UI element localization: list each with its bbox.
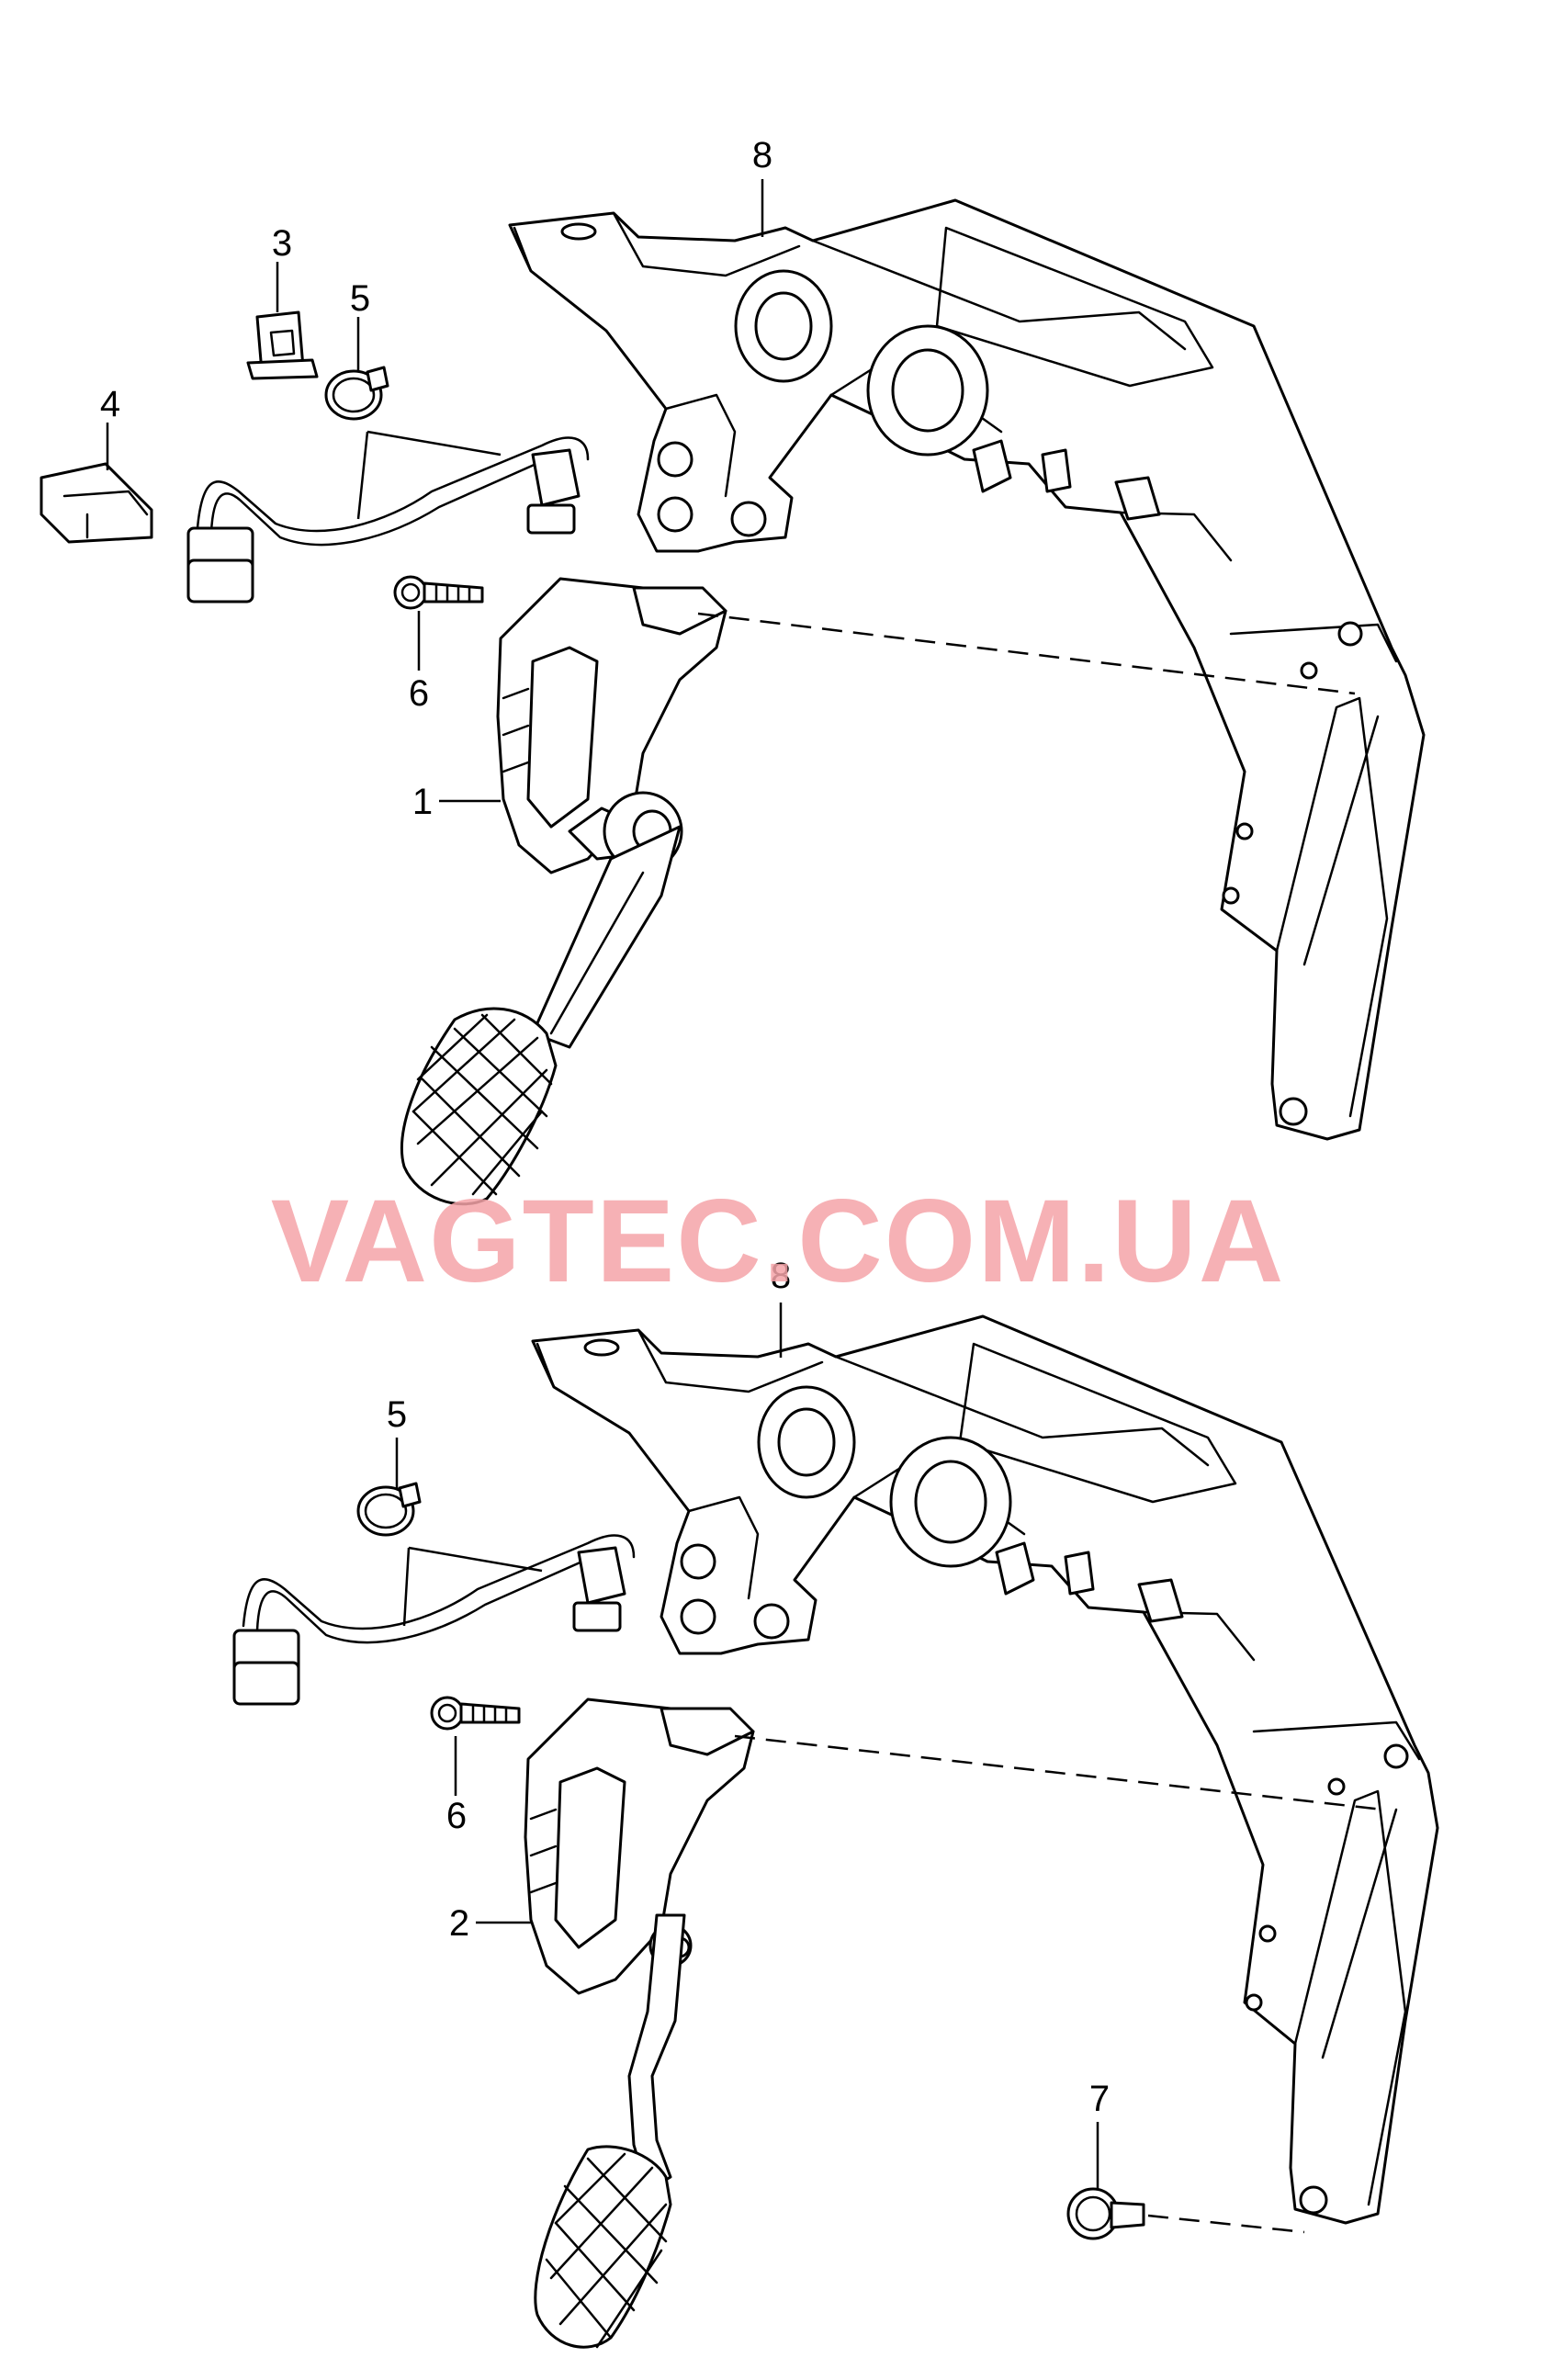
callout-2: 2 (449, 1903, 469, 1944)
callout-8-lower: 8 (771, 1256, 791, 1296)
upper-connector (39, 462, 153, 544)
lower-pedal-module (524, 1698, 755, 2193)
lower-pedal-pad (534, 2145, 672, 2349)
upper-assembly-line (697, 612, 1356, 695)
lower-clamp (356, 1482, 422, 1537)
upper-bolt (393, 575, 484, 610)
lower-buffer-line (1147, 2214, 1305, 2234)
callout-5-lower: 5 (387, 1394, 407, 1435)
upper-pedal-pad (400, 1007, 558, 1206)
upper-clip-bracket (246, 310, 319, 380)
lower-pedal-bracket (531, 1314, 1439, 2225)
upper-pedal-bracket (508, 198, 1426, 1141)
callout-7: 7 (1089, 2079, 1110, 2119)
lower-harness (232, 1482, 636, 1706)
callout-3: 3 (272, 223, 292, 264)
lower-stop-buffer (1066, 2187, 1145, 2240)
upper-assembly: 8 3 5 4 6 1 (39, 135, 1426, 1206)
callout-5-upper: 5 (350, 278, 370, 319)
upper-clamp (324, 366, 389, 421)
callout-6-lower: 6 (446, 1796, 467, 1836)
upper-harness (39, 310, 590, 603)
callout-1: 1 (412, 782, 433, 822)
lower-bolt (430, 1696, 521, 1731)
callout-8-upper: 8 (752, 135, 772, 175)
watermark: VAGTEC.COM.UA (271, 1176, 1286, 1307)
callout-4: 4 (100, 384, 120, 424)
lower-assembly-line (734, 1734, 1383, 1811)
callout-6-upper: 6 (409, 673, 429, 714)
upper-pedal-module (496, 577, 727, 1049)
lower-assembly: 8 5 6 2 7 (232, 1256, 1439, 2349)
